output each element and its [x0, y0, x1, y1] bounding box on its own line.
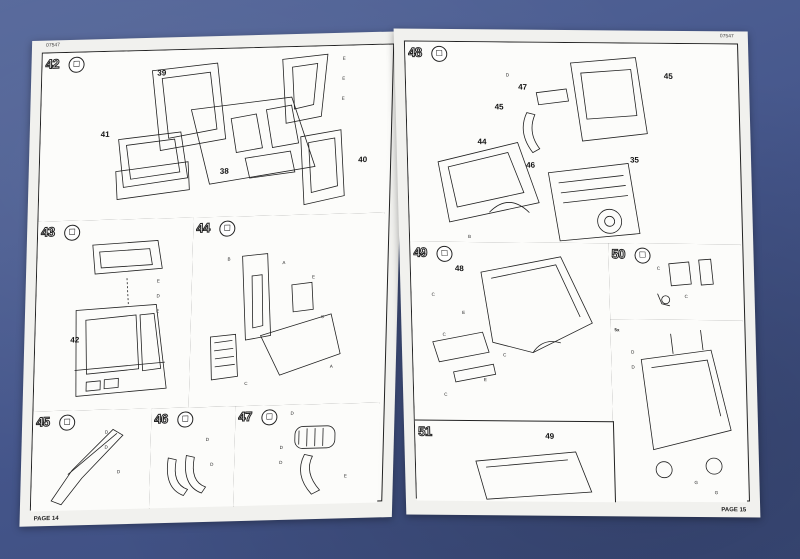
part-tag: D — [631, 349, 635, 355]
part-tag: D — [505, 72, 510, 78]
part-tag: C — [684, 293, 688, 299]
step-50-panel: 50 ☐ C C — [608, 243, 743, 322]
step-49-panel: 49 ☐ 48 C E C C E C — [410, 241, 614, 422]
part-label: 39 — [157, 68, 167, 78]
step-46-panel: 46 ☐ D D — [148, 406, 237, 509]
part-tag: E — [156, 308, 160, 314]
part-tag: D — [279, 459, 283, 466]
right-page-number: PAGE 15 — [721, 507, 747, 514]
right-page-code: 07547 — [719, 33, 734, 40]
part-label: 45 — [494, 102, 504, 112]
part-tag: E — [483, 377, 487, 383]
step-43-drawing — [74, 240, 167, 397]
part-tag: B — [467, 234, 472, 240]
part-tag: D — [156, 293, 160, 299]
right-page: 07547 48 ☐ 45 — [393, 28, 761, 518]
part-tag: E — [156, 278, 161, 284]
step-48-panel: 48 ☐ 45 47 45 44 — [404, 41, 741, 246]
part-label: 46 — [526, 160, 536, 170]
part-tag: C — [431, 291, 435, 297]
step-50-drawing — [657, 258, 714, 307]
part-tag: C — [656, 265, 661, 271]
part-tag: G — [694, 479, 699, 486]
part-tag: D — [205, 436, 210, 442]
part-label: 44 — [477, 137, 487, 147]
step-51-drawing — [640, 330, 732, 479]
part-tag: E — [341, 95, 345, 101]
part-tag: B — [227, 256, 231, 262]
part-tag: E — [343, 473, 347, 479]
part-tag: C — [444, 391, 448, 397]
part-tag: C — [244, 380, 248, 387]
left-page: 07547 42 ☐ — [19, 31, 405, 527]
step-44-drawing — [210, 253, 341, 381]
part-tag: E — [312, 274, 316, 280]
step-46-drawing — [167, 455, 207, 497]
part-tag: D — [104, 444, 108, 450]
step-42-panel: 42 ☐ 39 — [38, 44, 390, 223]
step-43-panel: 43 ☐ 42 E D E — [33, 217, 195, 413]
part-tag: D — [116, 469, 121, 475]
left-page-number: PAGE 14 — [33, 515, 59, 523]
step-47-drawing — [294, 425, 336, 495]
part-tag: D — [279, 444, 283, 451]
part-label: 35 — [629, 155, 640, 165]
part-label: 40 — [358, 155, 368, 165]
part-tag: D — [631, 364, 635, 370]
part-tag: D — [104, 429, 109, 435]
right-sheet: 48 ☐ 45 47 45 44 — [403, 40, 750, 503]
part-tag: A — [329, 363, 333, 369]
step-42-drawing — [115, 53, 345, 206]
step-47-panel: 47 ☐ D D D E — [233, 402, 380, 507]
part-tag: E — [342, 55, 346, 61]
part-tag: D — [290, 410, 294, 416]
part-label: 42 — [70, 335, 80, 345]
step-44-panel: 44 ☐ B A E C C A — [188, 212, 385, 409]
step-51-label-panel: 51 49 — [414, 419, 617, 503]
step-48-drawing — [437, 57, 648, 242]
part-label: 38 — [219, 166, 229, 176]
step-45-panel: 45 ☐ D D D — [30, 408, 153, 512]
left-page-code: 07547 — [45, 42, 61, 49]
step-49-drawing — [432, 256, 593, 383]
part-tag: C — [320, 314, 325, 320]
part-tag: G — [714, 490, 719, 496]
part-tag: C — [442, 331, 446, 337]
left-sheet: 42 ☐ 39 — [29, 43, 395, 512]
part-label: 48 — [454, 263, 464, 274]
step-51-drawing-lower — [475, 451, 593, 500]
part-tag: A — [282, 260, 286, 266]
step-51-panel: D D G G 5x — [610, 319, 748, 503]
part-tag: E — [342, 75, 346, 81]
part-tag: D — [210, 461, 214, 467]
part-tag: E — [461, 309, 466, 316]
multiplier-badge: 5x — [614, 327, 620, 333]
part-tag: C — [503, 352, 507, 358]
step-45-drawing — [50, 428, 124, 506]
part-label: 45 — [663, 71, 673, 81]
part-label: 47 — [518, 82, 528, 92]
part-label: 41 — [100, 129, 110, 140]
